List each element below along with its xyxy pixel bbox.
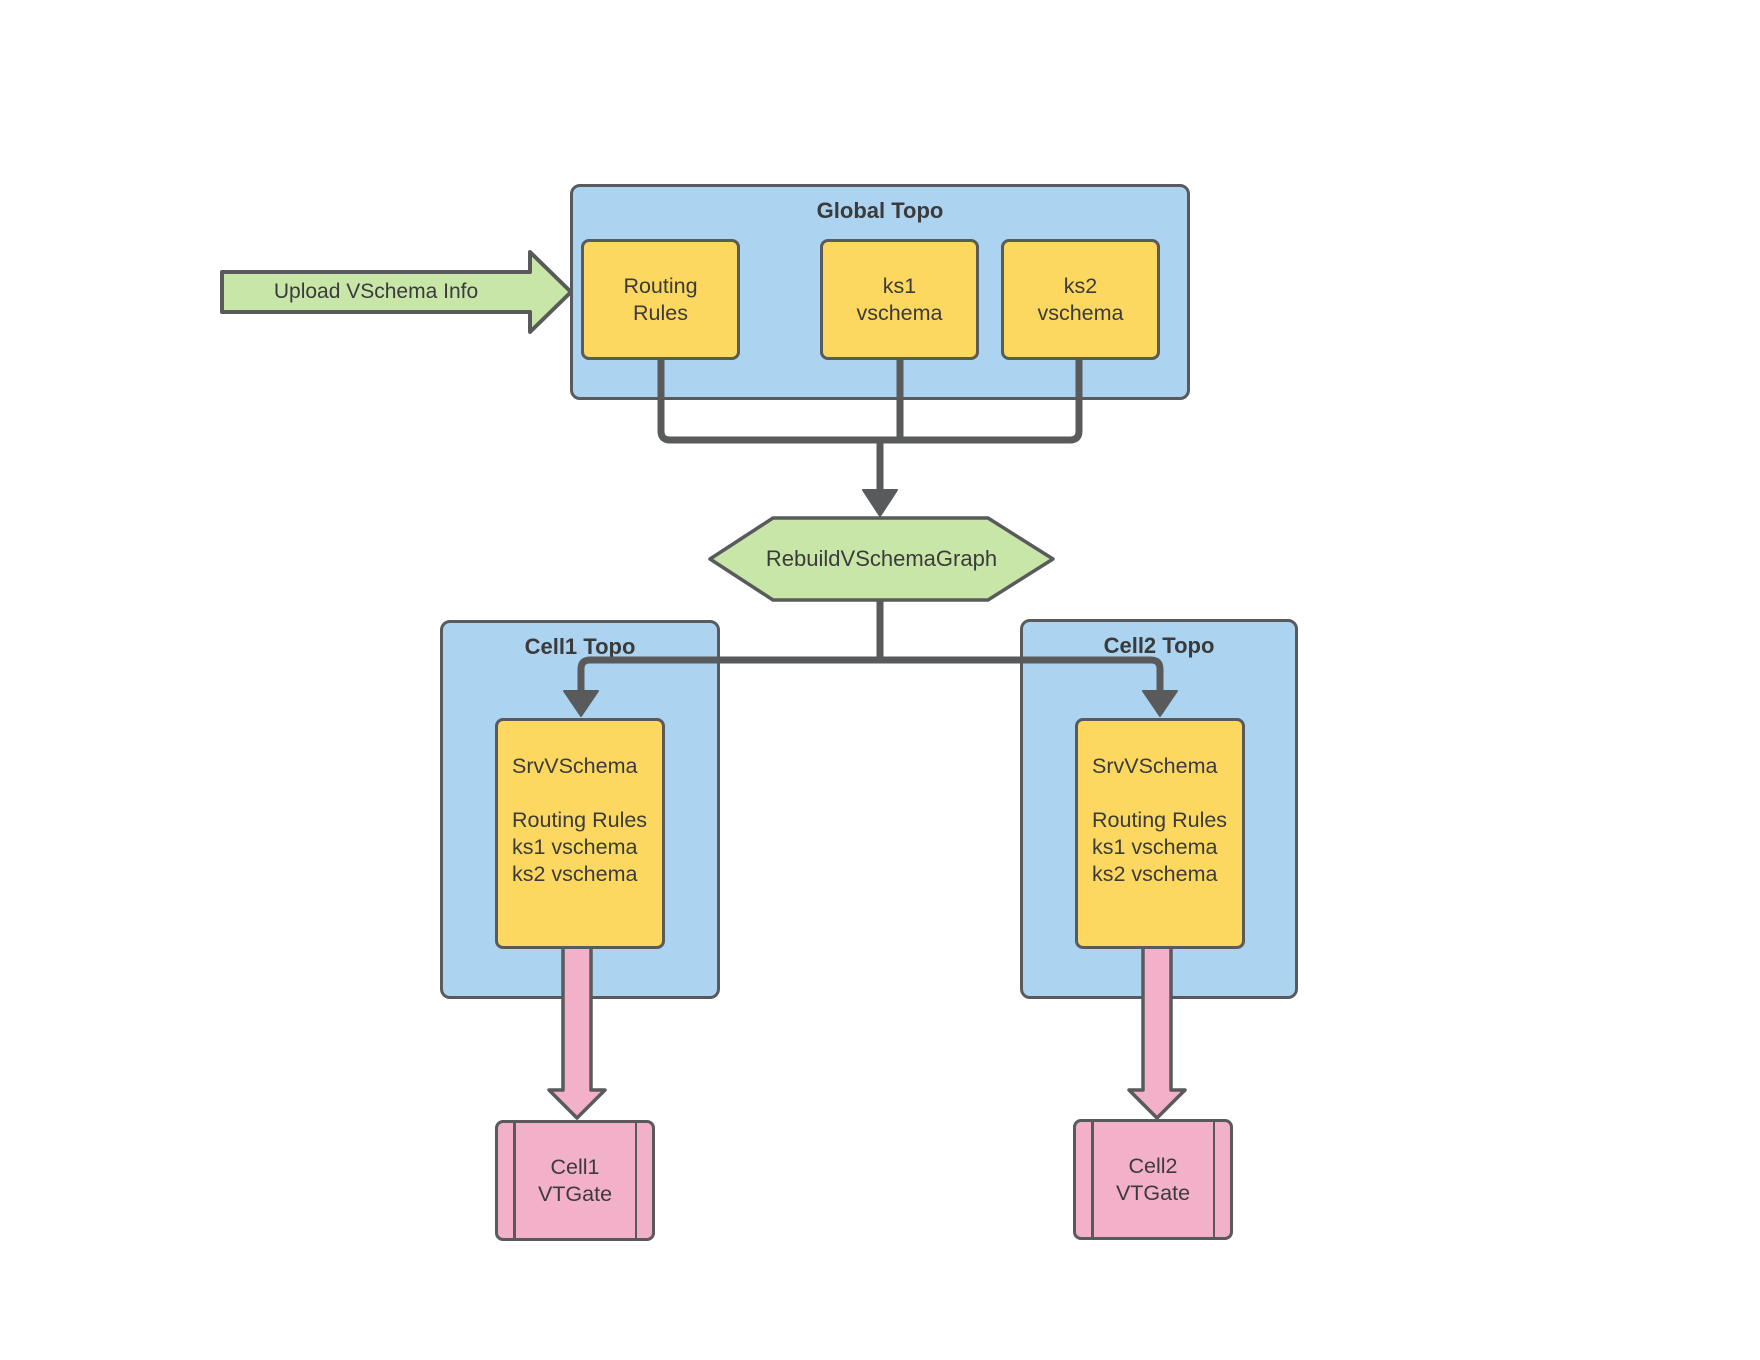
node-ks2-vschema: ks2 vschema bbox=[1001, 239, 1160, 360]
srv-line-blank bbox=[1092, 780, 1242, 807]
node-ks1-line2: vschema bbox=[856, 300, 943, 325]
srv-line: Routing Rules bbox=[1092, 808, 1228, 832]
vtgate-side-line bbox=[1091, 1122, 1094, 1237]
vtgate-cell2-line2: VTGate bbox=[1115, 1180, 1191, 1205]
cell2-topo-title: Cell2 Topo bbox=[1103, 633, 1215, 658]
srv-line: Routing Rules bbox=[512, 808, 648, 832]
node-vtgate-cell1: Cell1 VTGate bbox=[495, 1120, 655, 1241]
srv-line: SrvVSchema bbox=[1092, 754, 1218, 778]
srv-line: ks2 vschema bbox=[512, 862, 638, 886]
node-srvvschema-cell1: SrvVSchema Routing Rules ks1 vschema ks2… bbox=[495, 718, 665, 949]
srv-line: SrvVSchema bbox=[512, 754, 638, 778]
node-ks1-line1: ks1 bbox=[882, 273, 917, 298]
node-routing-rules-line1: Routing bbox=[623, 273, 698, 298]
vtgate-cell2-line1: Cell2 bbox=[1128, 1153, 1178, 1178]
global-topo-title: Global Topo bbox=[816, 198, 944, 223]
srv-line: ks2 vschema bbox=[1092, 862, 1218, 886]
srv-line-blank bbox=[512, 780, 662, 807]
srv-line: ks1 vschema bbox=[1092, 835, 1218, 859]
rebuild-vschemagraph-label: RebuildVSchemaGraph bbox=[765, 546, 998, 571]
upload-vschema-label: Upload VSchema Info bbox=[273, 280, 479, 303]
cell1-topo-title: Cell1 Topo bbox=[524, 634, 636, 659]
vtgate-cell1-line1: Cell1 bbox=[550, 1154, 600, 1179]
node-vtgate-cell2: Cell2 VTGate bbox=[1073, 1119, 1233, 1240]
vtgate-side-line bbox=[513, 1123, 516, 1238]
node-ks2-line1: ks2 bbox=[1063, 273, 1098, 298]
vtgate-side-line bbox=[1212, 1122, 1215, 1237]
node-routing-rules-line2: Rules bbox=[633, 300, 688, 325]
vtgate-side-line bbox=[634, 1123, 637, 1238]
node-ks1-vschema: ks1 vschema bbox=[820, 239, 979, 360]
node-srvvschema-cell2: SrvVSchema Routing Rules ks1 vschema ks2… bbox=[1075, 718, 1245, 949]
node-routing-rules: Routing Rules bbox=[581, 239, 740, 360]
vtgate-cell1-line2: VTGate bbox=[537, 1181, 613, 1206]
node-ks2-line2: vschema bbox=[1037, 300, 1124, 325]
srv-line: ks1 vschema bbox=[512, 835, 638, 859]
